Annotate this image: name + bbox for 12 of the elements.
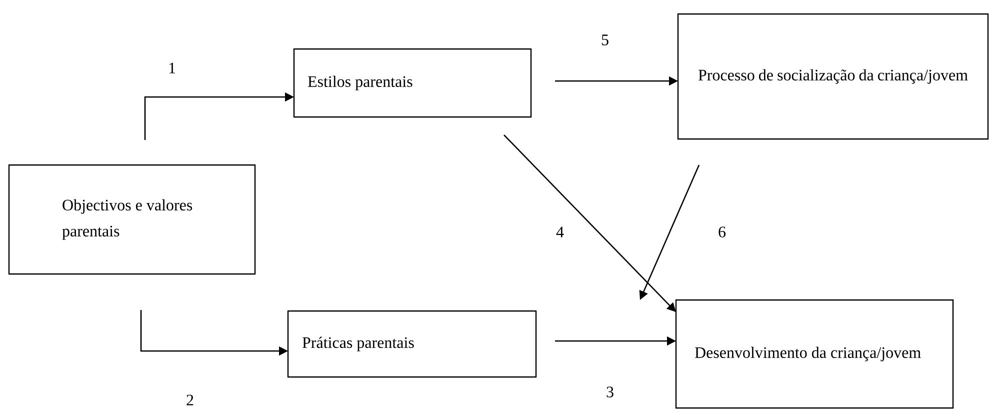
process-box: Desenvolvimento da criança/jovem — [675, 299, 954, 409]
edge-label: 1 — [167, 62, 177, 74]
process-box: Objectivos e valores parentais — [8, 164, 256, 275]
process-box: Estilos parentais — [293, 48, 532, 118]
process-box: Processo de socialização da criança/jovem — [677, 13, 989, 140]
arrow — [504, 134, 676, 312]
edge-label: 6 — [717, 226, 727, 238]
edge-label: 2 — [185, 394, 195, 406]
edge-label: 3 — [605, 386, 615, 398]
process-box: Práticas parentais — [287, 310, 537, 378]
edge-label: 5 — [600, 34, 610, 46]
edge-label: 4 — [555, 226, 565, 238]
